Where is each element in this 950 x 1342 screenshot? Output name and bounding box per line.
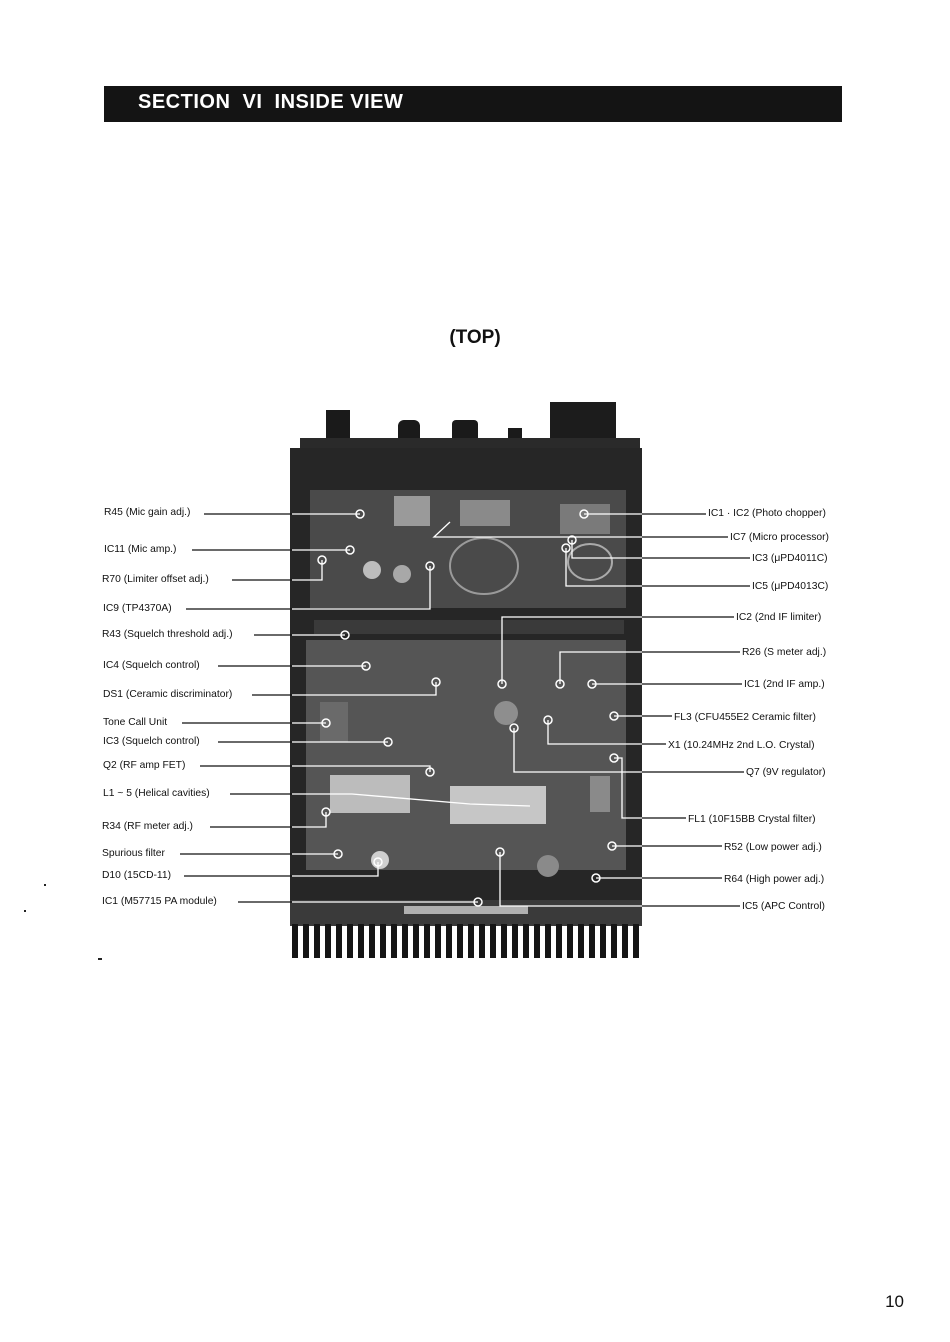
label-ic4: IC4 (Squelch control) [103, 660, 200, 671]
label-fl1: FL1 (10F15BB Crystal filter) [688, 814, 816, 825]
label-ic5-apc: IC5 (APC Control) [742, 901, 825, 912]
label-r52: R52 (Low power adj.) [724, 842, 822, 853]
label-x1: X1 (10.24MHz 2nd L.O. Crystal) [668, 740, 815, 751]
label-d10: D10 (15CD-11) [102, 870, 172, 881]
label-ic11: IC11 (Mic amp.) [104, 544, 177, 555]
label-spurious-filter: Spurious filter [102, 848, 165, 859]
label-ic1-if-amp: IC1 (2nd IF amp.) [744, 679, 825, 690]
label-r43: R43 (Squelch threshold adj.) [102, 629, 233, 640]
label-r64: R64 (High power adj.) [724, 874, 825, 885]
label-ds1: DS1 (Ceramic discriminator) [103, 689, 233, 700]
view-title: (TOP) [449, 327, 501, 348]
label-ic7: IC7 (Micro processor) [730, 532, 829, 543]
label-ic2-limiter: IC2 (2nd IF limiter) [736, 612, 822, 623]
label-ic1-pa: IC1 (M57715 PA module) [102, 896, 217, 907]
print-speck [44, 884, 46, 886]
label-r45: R45 (Mic gain adj.) [104, 507, 191, 518]
label-tone-call-unit: Tone Call Unit [103, 717, 168, 728]
label-ic3-squelch: IC3 (Squelch control) [103, 736, 200, 747]
section-title: SECTION VI INSIDE VIEW [138, 91, 404, 113]
page-number: 10 [885, 1292, 904, 1311]
label-ic1-ic2: IC1 · IC2 (Photo chopper) [708, 508, 826, 519]
label-ic5-upd4013c: IC5 (μPD4013C) [752, 581, 829, 592]
label-ic3-upd4011c: IC3 (μPD4011C) [752, 553, 828, 564]
label-r26: R26 (S meter adj.) [742, 647, 827, 658]
label-q2: Q2 (RF amp FET) [103, 760, 186, 771]
label-q7: Q7 (9V regulator) [746, 767, 826, 778]
label-r34: R34 (RF meter adj.) [102, 821, 193, 832]
label-ic9: IC9 (TP4370A) [103, 603, 172, 614]
label-l1-5: L1 ~ 5 (Helical cavities) [103, 788, 210, 799]
label-r70: R70 (Limiter offset adj.) [102, 574, 209, 585]
print-speck [98, 958, 102, 960]
section-banner: SECTION VI INSIDE VIEW [104, 86, 842, 122]
label-fl3: FL3 (CFU455E2 Ceramic filter) [674, 712, 816, 723]
print-speck [24, 910, 26, 912]
